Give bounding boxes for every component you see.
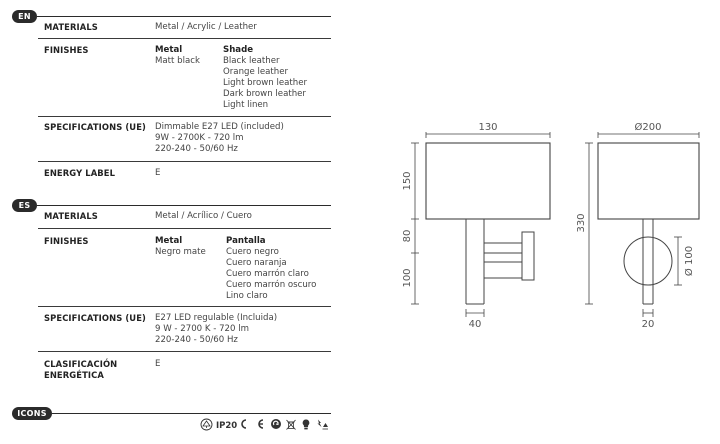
dim-side-diameter: Ø200 <box>635 121 662 133</box>
row-label: MATERIALS <box>44 211 98 221</box>
spec-lines: Dimmable E27 LED (included) 9W - 2700K -… <box>155 122 284 155</box>
spec-line: 220-240 - 50/60 Hz <box>155 144 238 154</box>
front-arm <box>483 242 523 254</box>
row-label: CLASIFICACIÓN ENERGÉTICA <box>44 359 118 380</box>
finish-col-metal: Metal Negro mate <box>155 236 206 258</box>
row-divider <box>38 116 331 117</box>
front-shade <box>425 142 551 220</box>
spec-line: 9 W - 2700 K - 720 lm <box>155 324 249 334</box>
row-label: FINISHES <box>44 45 89 55</box>
row-divider <box>38 306 331 307</box>
list-item: Negro mate <box>155 247 206 257</box>
spec-line: 220-240 - 50/60 Hz <box>155 335 238 345</box>
row-label: MATERIALS <box>44 22 98 32</box>
row-divider <box>38 161 331 162</box>
list-item: Cuero marrón claro <box>226 269 309 279</box>
protection-class-icon <box>200 418 213 435</box>
spec-line: 9W - 2700K - 720 lm <box>155 133 244 143</box>
row-divider <box>38 38 331 39</box>
lang-pill-en: EN <box>12 10 37 23</box>
spec-lines: E27 LED regulable (Incluida) 9 W - 2700 … <box>155 313 277 346</box>
row-label: SPECIFICATIONS (UE) <box>44 313 146 323</box>
section-divider <box>37 205 331 206</box>
ce-mark-icon <box>255 418 267 434</box>
row-label: ENERGY LABEL <box>44 168 116 178</box>
dim-side-height: 330 <box>576 213 587 232</box>
list-item: Cuero negro <box>226 247 279 257</box>
dim-base-height: 100 <box>402 268 413 287</box>
ce-mark-icon <box>240 418 252 434</box>
row-value: Metal / Acrylic / Leather <box>155 22 257 32</box>
section-divider <box>37 16 331 17</box>
list-item: Matt black <box>155 56 200 66</box>
side-shade <box>597 142 700 220</box>
col-head: Metal <box>155 45 183 55</box>
dim-arm-height: 80 <box>402 230 413 243</box>
front-wall-plate <box>521 231 535 281</box>
lang-pill-es: ES <box>12 199 37 212</box>
finish-col-shade: Shade Black leather Orange leather Light… <box>223 45 307 111</box>
list-item: Cuero marrón oscuro <box>226 280 317 290</box>
list-item: Light linen <box>223 100 269 110</box>
front-mount <box>483 261 523 279</box>
energy-label-icon <box>315 418 329 435</box>
dim-front-width: 130 <box>478 122 497 133</box>
spec-line: E27 LED regulable (Incluida) <box>155 313 278 323</box>
section-divider <box>52 413 331 414</box>
dim-base-width: 40 <box>469 319 482 330</box>
list-item: Cuero naranja <box>226 258 287 268</box>
col-head: Metal <box>155 236 183 246</box>
row-divider <box>38 228 331 229</box>
list-item: Black leather <box>223 56 280 66</box>
row-value: Metal / Acrílico / Cuero <box>155 211 252 221</box>
dim-plate-diameter: Ø 100 <box>683 246 695 276</box>
finish-col-shade: Pantalla Cuero negro Cuero naranja Cuero… <box>226 236 316 302</box>
finish-col-metal: Metal Matt black <box>155 45 200 67</box>
ip20-rating: IP20 <box>216 421 238 431</box>
icons-pill: ICONS <box>12 407 52 420</box>
recycle-icon <box>270 418 282 434</box>
row-value: E <box>155 359 161 369</box>
col-head: Shade <box>223 45 254 55</box>
row-label: SPECIFICATIONS (UE) <box>44 122 146 132</box>
dim-shade-height: 150 <box>402 171 413 190</box>
spec-line: Dimmable E27 LED (included) <box>155 122 284 132</box>
dim-rod-width: 20 <box>642 319 655 330</box>
no-bin-icon <box>285 418 297 435</box>
row-value: E <box>155 168 161 178</box>
list-item: Dark brown leather <box>223 89 306 99</box>
list-item: Lino claro <box>226 291 268 301</box>
icon-strip: IP20 <box>200 418 329 435</box>
row-divider <box>38 351 331 352</box>
col-head: Pantalla <box>226 236 266 246</box>
dimmable-bulb-icon <box>300 418 312 435</box>
row-label: FINISHES <box>44 236 89 246</box>
list-item: Orange leather <box>223 67 289 77</box>
list-item: Light brown leather <box>223 78 308 88</box>
side-wall-plate <box>623 236 673 286</box>
